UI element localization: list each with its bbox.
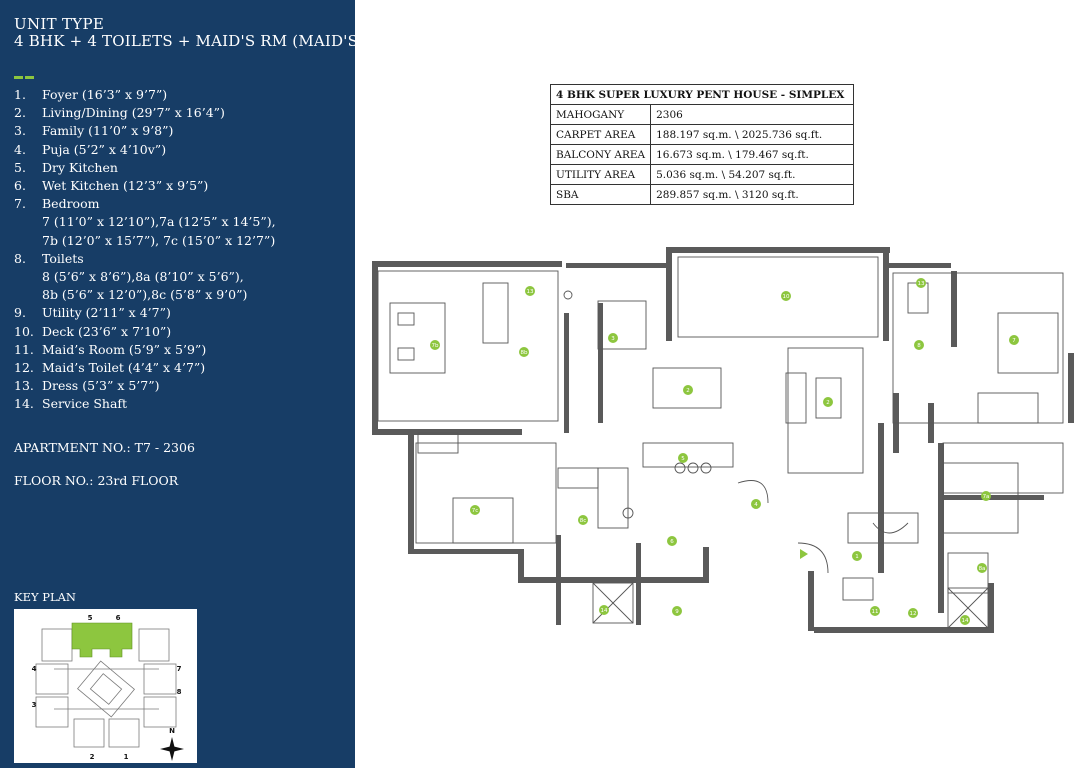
svg-text:8a: 8a	[979, 566, 986, 572]
key-plan-label: KEY PLAN	[14, 590, 76, 604]
svg-text:2: 2	[686, 388, 690, 394]
unit-type-label: UNIT TYPE	[14, 15, 105, 33]
room-label: 3	[608, 333, 618, 343]
room-label: 8a	[977, 563, 987, 573]
room-label: 13	[916, 278, 926, 288]
svg-text:2: 2	[826, 400, 830, 406]
svg-text:14: 14	[601, 608, 608, 614]
room-item: 14.Service Shaft	[14, 396, 128, 412]
key-plan-number: 6	[116, 614, 121, 622]
room-label: 8c	[578, 515, 588, 525]
room-item: 12.Maid’s Toilet (4’4” x 4’7”)	[14, 360, 206, 376]
svg-text:5: 5	[681, 456, 685, 462]
room-label: 7a	[981, 491, 991, 501]
svg-text:3: 3	[611, 336, 615, 342]
room-item: 10.Deck (23’6” x 7’10”)	[14, 323, 172, 339]
room-item: 2.Living/Dining (29’7” x 16’4”)	[14, 105, 225, 121]
unit-type-value: 4 BHK + 4 TOILETS + MAID'S RM (MAID'S T)	[14, 32, 380, 50]
room-label: 7c	[470, 505, 480, 515]
key-plan: 5 6 4 7 3 8 2 1 N	[14, 609, 197, 763]
room-label: 13	[525, 286, 535, 296]
room-labels: 13 10 13 3 8b 7b 2 2 8 7 5 7c 8c 6 4 1 7…	[430, 278, 1019, 625]
room-label: 14	[599, 605, 609, 615]
key-plan-number: 1	[124, 753, 129, 761]
area-table: 4 BHK SUPER LUXURY PENT HOUSE - SIMPLEX …	[549, 84, 855, 205]
room-label: 11	[870, 606, 880, 616]
svg-text:14: 14	[962, 618, 969, 624]
room-item: 7 (11’0” x 12’10”),7a (12’5” x 14’5”),	[42, 214, 276, 230]
svg-text:12: 12	[910, 611, 917, 617]
room-label: 8	[914, 340, 924, 350]
room-item: 9.Utility (2’11” x 4’7”)	[14, 305, 171, 321]
info-sidebar: UNIT TYPE 4 BHK + 4 TOILETS + MAID'S RM …	[0, 0, 379, 768]
room-item: 3.Family (11’0” x 9’8”)	[14, 123, 174, 139]
room-item: 6.Wet Kitchen (12’3” x 9’5”)	[14, 178, 209, 194]
svg-text:8b: 8b	[521, 350, 528, 356]
svg-text:8c: 8c	[580, 518, 587, 524]
room-label: 2	[683, 385, 693, 395]
room-item: 8.Toilets	[14, 250, 84, 266]
svg-text:13: 13	[918, 281, 925, 287]
apartment-number: APARTMENT NO.: T7 - 2306	[14, 440, 195, 455]
svg-text:4: 4	[754, 502, 758, 508]
area-table-title: 4 BHK SUPER LUXURY PENT HOUSE - SIMPLEX	[549, 84, 855, 105]
entrance-arrow-icon	[800, 549, 808, 559]
room-item: 4.Puja (5’2” x 4’10v”)	[14, 141, 167, 157]
key-plan-number: 4	[32, 665, 37, 673]
room-item: 7b (12’0” x 15’7”), 7c (15’0” x 12’7”)	[42, 232, 276, 248]
room-item: 8 (5’6” x 8’6”),8a (8’10” x 5’6”),	[42, 269, 244, 285]
accent-dashes	[14, 64, 36, 83]
room-item: 7.Bedroom	[14, 196, 100, 212]
key-plan-number: 7	[177, 665, 182, 673]
room-label: 1	[852, 551, 862, 561]
room-item: 5.Dry Kitchen	[14, 159, 118, 175]
key-plan-number: 5	[88, 614, 93, 622]
room-label: 7	[1009, 335, 1019, 345]
room-item: 8b (5’6” x 12’0”),8c (5’8” x 9’0”)	[42, 287, 248, 303]
plan-furniture	[377, 256, 1064, 629]
compass-label: N	[169, 727, 175, 735]
svg-text:7c: 7c	[472, 508, 479, 514]
room-label: 12	[908, 608, 918, 618]
room-label: 14	[960, 615, 970, 625]
room-label: 7b	[430, 340, 440, 350]
key-plan-drawing: 5 6 4 7 3 8 2 1 N	[32, 614, 184, 761]
room-label: 5	[678, 453, 688, 463]
svg-text:7: 7	[1012, 338, 1016, 344]
room-label: 6	[667, 536, 677, 546]
floor-number: FLOOR NO.: 23rd FLOOR	[14, 473, 179, 488]
plan-walls	[372, 247, 1074, 633]
svg-text:8: 8	[917, 343, 921, 349]
key-plan-number: 2	[90, 753, 95, 761]
svg-text:1: 1	[855, 554, 859, 560]
svg-text:7a: 7a	[983, 494, 990, 500]
room-label: 8b	[519, 347, 529, 357]
svg-text:11: 11	[872, 609, 879, 615]
floor-plan: 13 10 13 3 8b 7b 2 2 8 7 5 7c 8c 6 4 1 7…	[372, 247, 1074, 633]
svg-text:9: 9	[675, 609, 679, 615]
svg-text:6: 6	[670, 539, 674, 545]
key-plan-number: 3	[32, 701, 37, 709]
room-item: 1.Foyer (16’3” x 9’7”)	[14, 87, 168, 102]
svg-text:13: 13	[527, 289, 534, 295]
room-item: 13.Dress (5’3” x 5’7”)	[14, 378, 160, 394]
key-plan-number: 8	[177, 688, 182, 696]
room-list: 1.Foyer (16’3” x 9’7”) 2.Living/Dining (…	[14, 86, 276, 414]
svg-text:10: 10	[783, 294, 790, 300]
room-label: 10	[781, 291, 791, 301]
room-label: 9	[672, 606, 682, 616]
room-label: 4	[751, 499, 761, 509]
compass-icon	[160, 737, 184, 761]
room-label: 2	[823, 397, 833, 407]
svg-text:7b: 7b	[432, 343, 439, 349]
room-item: 11.Maid’s Room (5’9” x 5’9”)	[14, 341, 207, 357]
